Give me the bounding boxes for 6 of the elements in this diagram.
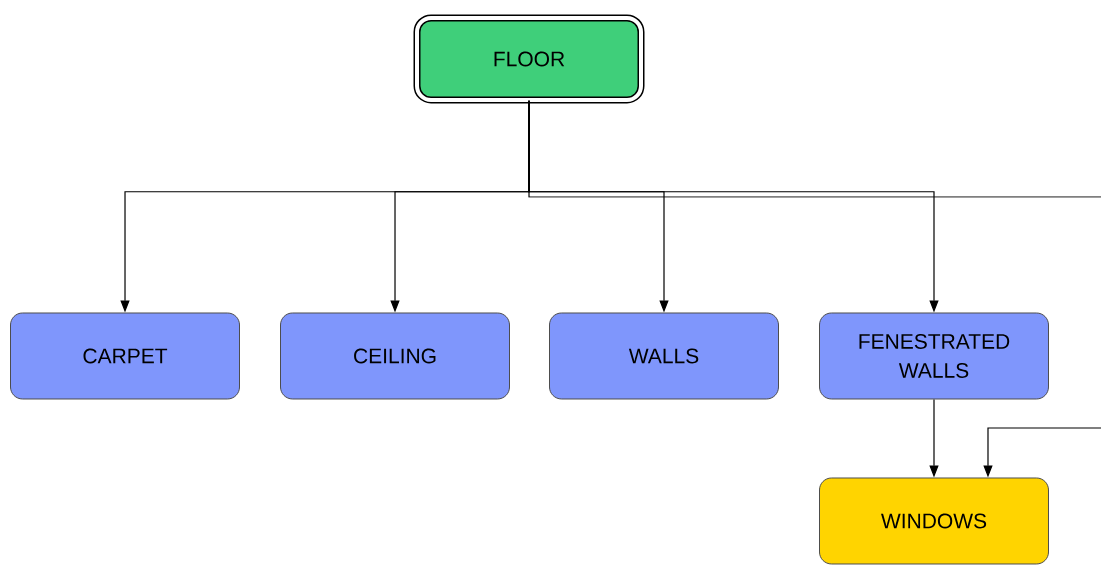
root-box: FLOOR [413,14,645,104]
process-box: CARPET [10,312,240,400]
process-box: WINDOWS [819,477,1049,565]
process-box: CEILING [280,312,510,400]
process-box: WALLS [549,312,779,400]
process-box: FENESTRATED WALLS [819,312,1049,400]
